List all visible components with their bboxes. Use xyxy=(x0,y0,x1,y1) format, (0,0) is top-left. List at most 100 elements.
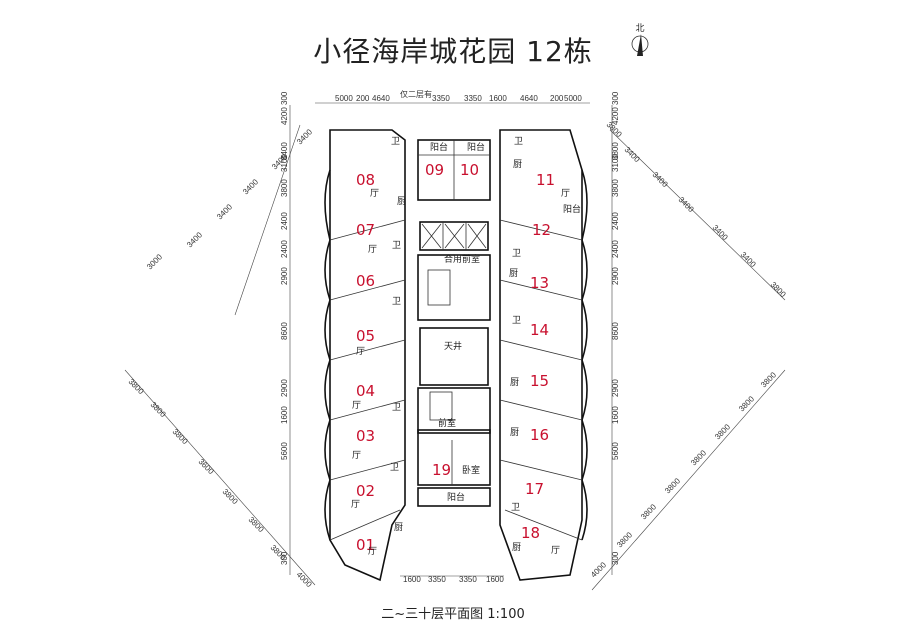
unit-11-label: 11 xyxy=(536,171,555,189)
unit-16-label: 16 xyxy=(530,426,549,444)
dim-right-3: 3100 xyxy=(611,154,620,172)
dim-right-1: 4200 xyxy=(611,107,620,125)
left-wing xyxy=(324,129,406,582)
dim-right-6: 2400 xyxy=(611,240,620,258)
dim-left-8: 8600 xyxy=(280,322,289,340)
right-wing xyxy=(499,129,588,581)
room-ting: 厅 xyxy=(351,499,360,510)
right-vertical-dimensions: 3004200380031003800240024002900860029001… xyxy=(611,91,620,575)
north-label: 北 xyxy=(635,23,644,34)
dim-ru-3: 3400 xyxy=(677,195,696,214)
dim-right-4: 3800 xyxy=(611,179,620,197)
unit-12-label: 12 xyxy=(532,221,551,239)
dim-lu-4: 3400 xyxy=(185,230,204,249)
room-wei: 卫 xyxy=(392,297,401,307)
unit-04-label: 04 xyxy=(356,382,375,400)
dim-bottom-0: 1600 xyxy=(403,575,421,584)
dim-top-4: 3350 xyxy=(464,94,482,103)
room-ting: 厅 xyxy=(352,450,361,461)
dim-left-12: 300 xyxy=(280,551,289,565)
unit-08-label: 08 xyxy=(356,171,375,189)
room-chu: 厨 xyxy=(509,268,518,279)
dim-right-9: 2900 xyxy=(611,379,620,397)
dim-left-10: 1600 xyxy=(280,406,289,424)
dim-ru-1: 3400 xyxy=(623,145,642,164)
room-ting: 厅 xyxy=(370,188,379,199)
unit-06-label: 06 xyxy=(356,272,375,290)
dim-top-7: 200 xyxy=(550,94,564,103)
dim-left-11: 5600 xyxy=(280,442,289,460)
unit-13-label: 13 xyxy=(530,274,549,292)
room-yangtai: 阳台 xyxy=(563,203,581,215)
room-qianshi: 前室 xyxy=(438,417,456,429)
room-wei: 卫 xyxy=(512,316,521,326)
room-labels: 卫 厅 厨 卫 厅 卫 厅 卫 厅 厅 卫 厅 厨 厅 阳台 阳台 合用前室 天… xyxy=(351,137,581,557)
dim-rl-2: 3800 xyxy=(713,422,732,441)
dim-ru-0: 3800 xyxy=(605,120,624,139)
unit-09-label: 09 xyxy=(425,161,444,179)
page-title: 小径海岸城花园 12栋 xyxy=(313,35,593,68)
dim-left-6: 2400 xyxy=(280,240,289,258)
dim-ll-1: 3800 xyxy=(149,400,168,419)
room-chu: 厨 xyxy=(510,377,519,388)
room-ting: 厅 xyxy=(356,346,365,357)
core xyxy=(417,139,491,507)
dim-ru-2: 3400 xyxy=(651,170,670,189)
left-unit-dividers xyxy=(329,219,406,541)
dim-left-2: 3400 xyxy=(280,142,289,160)
room-chu: 厨 xyxy=(513,159,522,170)
unit-02-label: 02 xyxy=(356,482,375,500)
room-chu: 厨 xyxy=(394,522,403,533)
room-wei: 卫 xyxy=(392,403,401,413)
dim-top-2: 4640 xyxy=(372,94,390,103)
dim-left-1: 4200 xyxy=(280,107,289,125)
dim-ll-0: 3800 xyxy=(127,377,146,396)
dim-left-0: 300 xyxy=(280,91,289,105)
dim-rl-4: 3800 xyxy=(663,476,682,495)
dim-top-0: 5000 xyxy=(335,94,353,103)
room-ting: 厅 xyxy=(352,400,361,411)
dim-right-5: 2400 xyxy=(611,212,620,230)
unit-18-label: 18 xyxy=(521,524,540,542)
room-chu: 厨 xyxy=(510,427,519,438)
room-yangtai: 阳台 xyxy=(467,141,485,153)
room-wei: 卫 xyxy=(390,463,399,473)
dim-ru-5: 3400 xyxy=(739,250,758,269)
dim-top-8: 5000 xyxy=(564,94,582,103)
unit-01-label: 01 xyxy=(356,536,375,554)
room-ting: 厅 xyxy=(368,244,377,255)
room-wei: 卫 xyxy=(392,241,401,251)
dim-right-0: 300 xyxy=(611,91,620,105)
dim-ru-6: 3800 xyxy=(769,280,788,299)
room-ting: 厅 xyxy=(561,188,570,199)
room-yangtai: 阳台 xyxy=(430,141,448,153)
room-wei: 卫 xyxy=(512,249,521,259)
north-arrow-icon: 北 xyxy=(631,23,649,56)
unit-14-label: 14 xyxy=(530,321,549,339)
room-woshi: 卧室 xyxy=(462,464,480,476)
dim-lu-5: 3000 xyxy=(145,252,164,271)
dim-ll-4: 3800 xyxy=(221,487,240,506)
right-unit-dividers xyxy=(499,219,583,541)
dim-right-10: 1600 xyxy=(611,406,620,424)
room-ting: 厅 xyxy=(551,545,560,556)
room-ting: 厅 xyxy=(368,546,377,557)
dim-right-12: 300 xyxy=(611,551,620,565)
dim-top-3: 3350 xyxy=(432,94,450,103)
dim-lu-3: 3400 xyxy=(215,202,234,221)
top-dimensions: 5000 200 4640 3350 3350 1600 4640 200 50… xyxy=(315,89,590,104)
dim-rl-1: 3800 xyxy=(737,394,756,413)
left-vertical-dimensions: 3004200340031003800240024002900860029001… xyxy=(280,91,291,575)
room-hehe-qianshi: 合用前室 xyxy=(444,253,480,265)
dim-rl-6: 3800 xyxy=(615,530,634,549)
room-wei: 卫 xyxy=(514,137,523,147)
dim-right-8: 8600 xyxy=(611,322,620,340)
dim-top-1: 200 xyxy=(356,94,370,103)
room-yangtai: 阳台 xyxy=(447,491,465,503)
dim-bottom-1: 3350 xyxy=(428,575,446,584)
dim-ll-2: 3800 xyxy=(171,427,190,446)
dim-left-9: 2900 xyxy=(280,379,289,397)
dim-left-5: 2400 xyxy=(280,212,289,230)
unit-10-label: 10 xyxy=(460,161,479,179)
dim-right-7: 2900 xyxy=(611,267,620,285)
